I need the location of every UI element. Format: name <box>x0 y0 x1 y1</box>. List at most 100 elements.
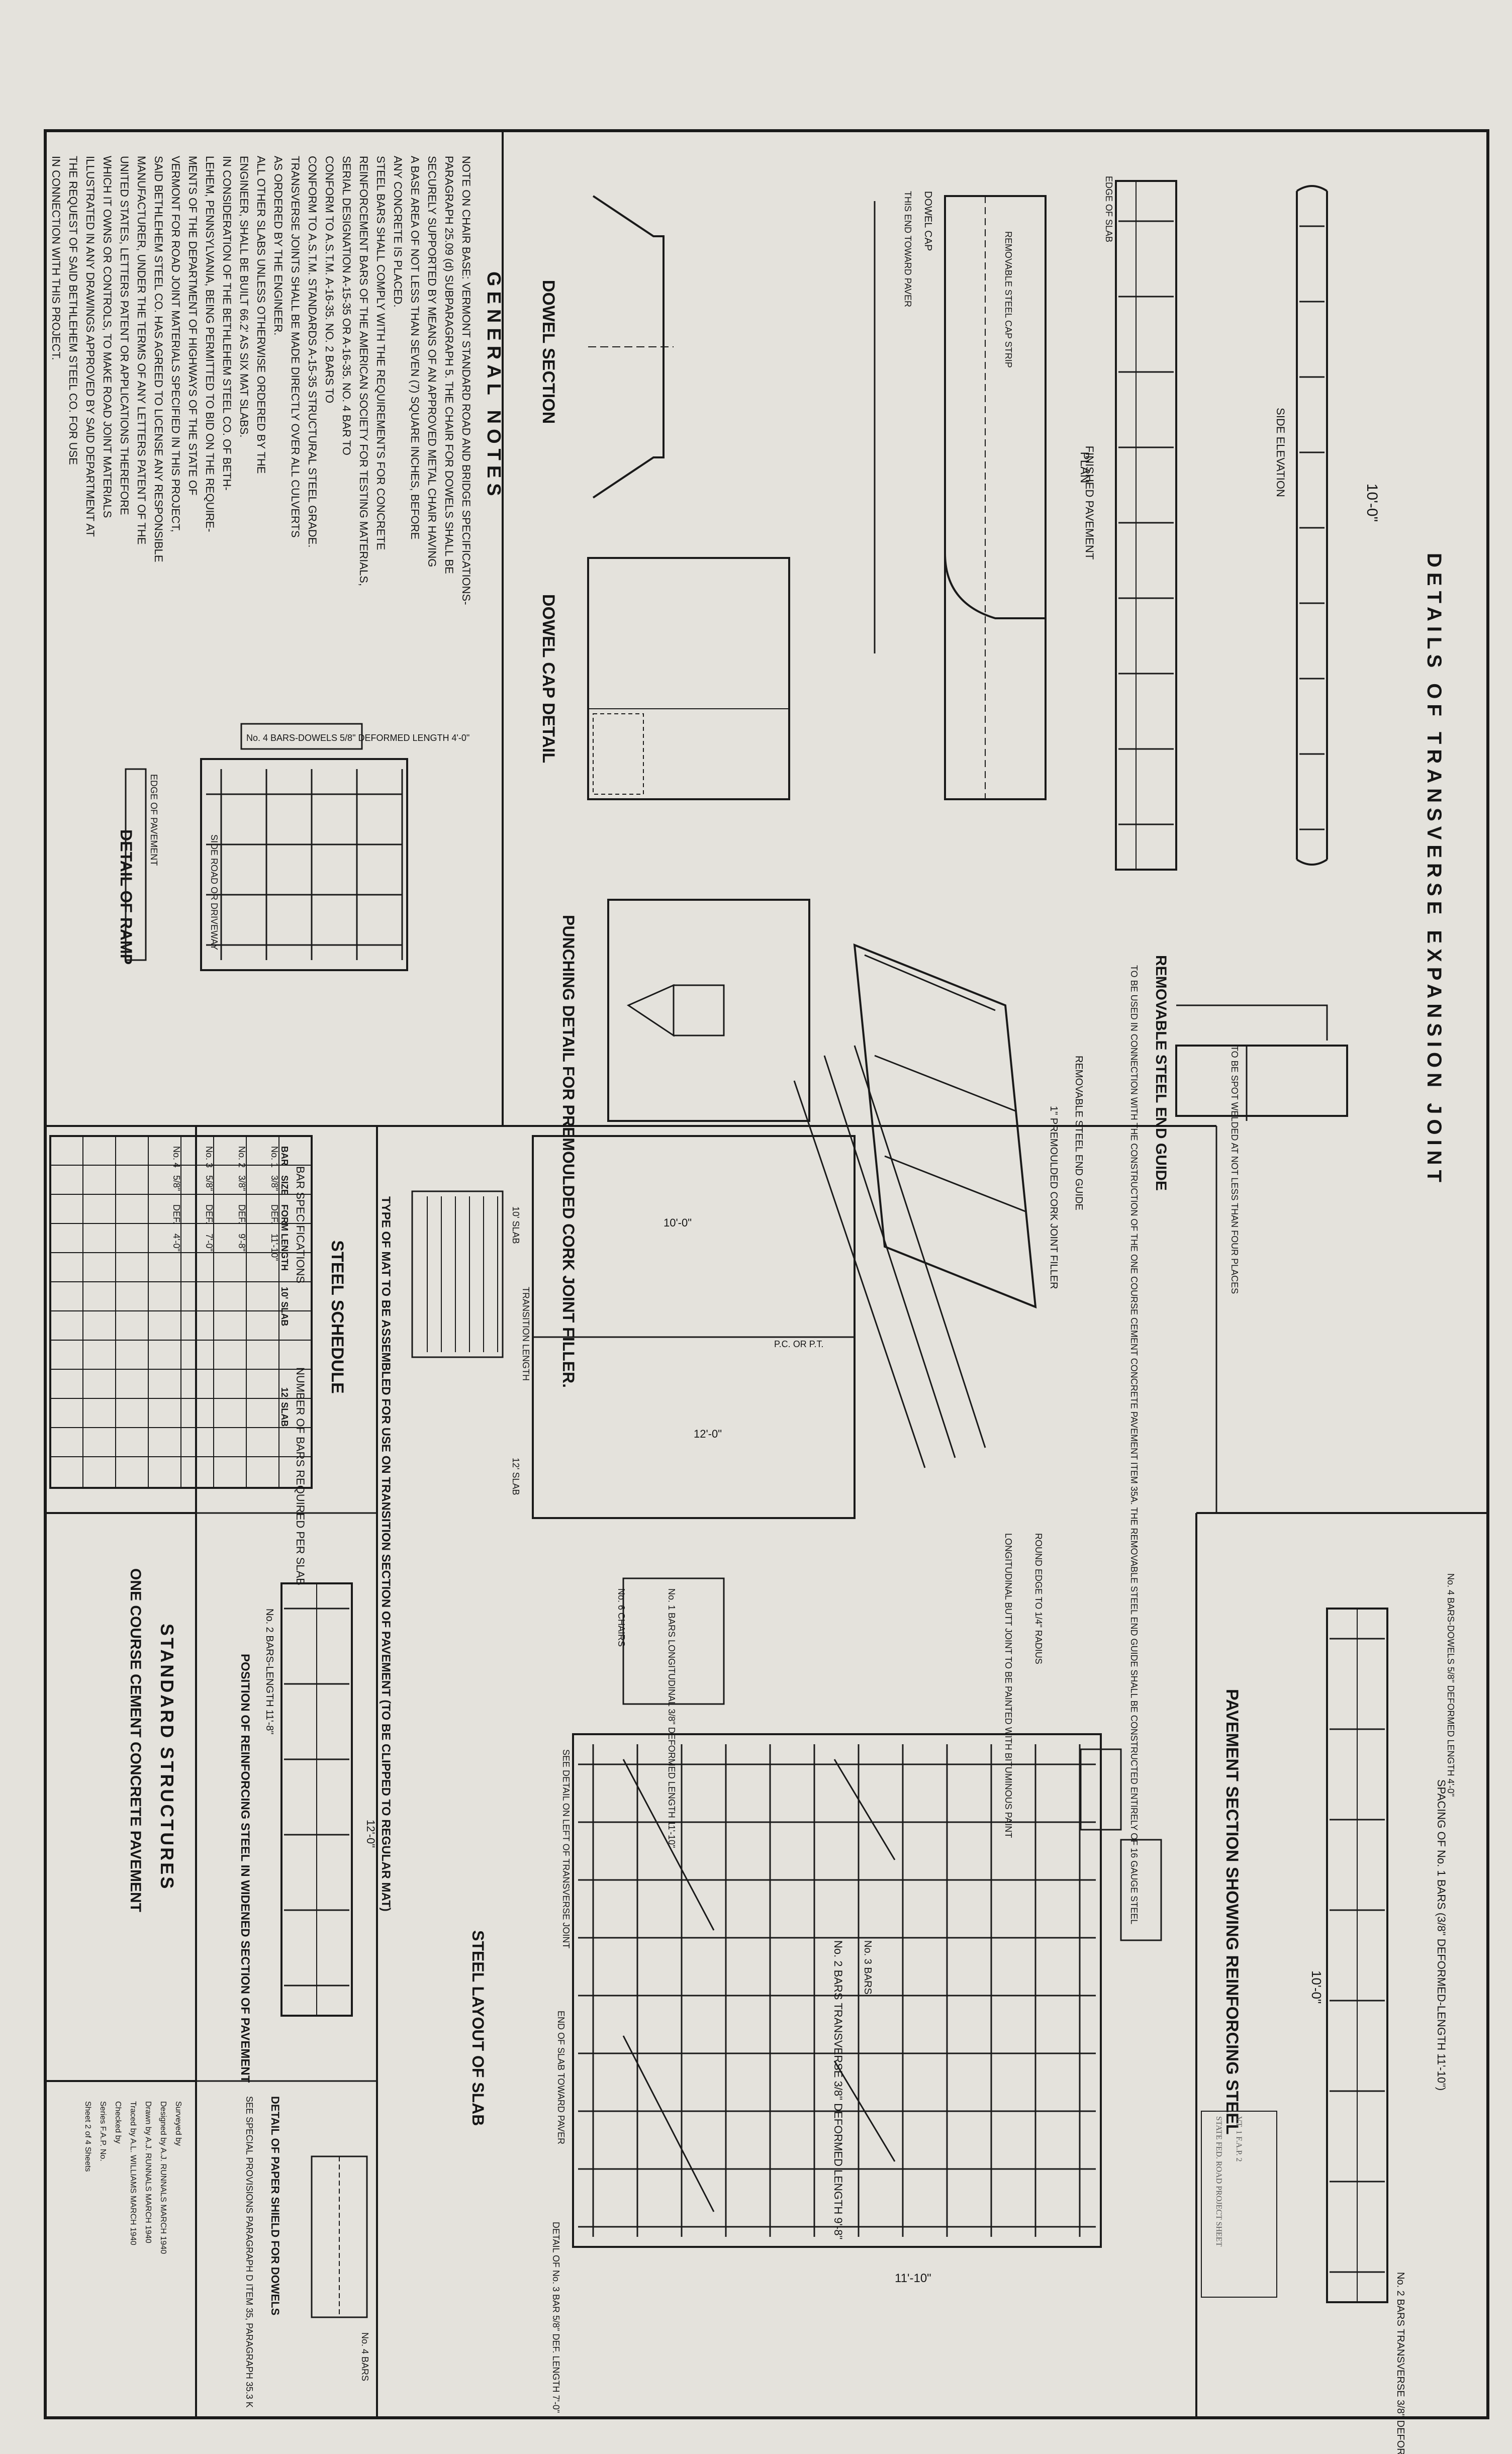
steel-layout-title: STEEL LAYOUT OF SLAB <box>469 1930 487 2126</box>
steel-schedule: STEEL SCHEDULE BAR SPECIFICATIONS NUMBER… <box>49 1135 347 1585</box>
schedule-cell: No. 1 <box>269 1146 279 1168</box>
side-road-label: SIDE ROAD OR DRIVEWAY <box>209 834 219 950</box>
project-stamp: STATE FED. ROAD PROJECT SHEET VT. 1 F.A.… <box>1201 2111 1277 2298</box>
schedule-cell: 5/8" <box>171 1175 181 1191</box>
schedule-cell: No. 4 <box>171 1146 181 1168</box>
removable-end-guide-view: REMOVABLE STEEL END GUIDE TO BE SPOT WEL… <box>1153 955 1348 1294</box>
schedule-cell: 9'-8" <box>237 1234 247 1252</box>
schedule-cell: 3/8" <box>237 1175 247 1191</box>
general-note-line: VERMONT FOR ROAD JOINT MATERIALS SPECIFI… <box>169 156 182 532</box>
steel-layout-view: STEEL LAYOUT OF SLAB SEE DETAIL ON LEFT … <box>469 1733 1102 2413</box>
schedule-cell: 7'-0" <box>204 1234 214 1252</box>
punching-detail-title: PUNCHING DETAIL FOR PREMOULDED CORK JOIN… <box>559 915 578 1388</box>
end-guide-label: REMOVABLE STEEL END GUIDE <box>1073 1056 1084 1210</box>
schedule-header: FORM <box>279 1204 290 1231</box>
general-note-line: STEEL BARS SHALL COMPLY WITH THE REQUIRE… <box>374 156 387 550</box>
general-note-line: CONFORM TO A.S.T.M. A-16-35. NO. 2 BARS … <box>323 156 336 403</box>
mat-12ft: 12'-0" <box>694 1428 722 1440</box>
layout-notes: ROUND EDGE TO 1/4" RADIUS LONGITUDINAL B… <box>616 1533 1162 1941</box>
dowel-cap-detail-view: DOWEL CAP DETAIL <box>539 557 790 800</box>
punching-detail-view: PUNCHING DETAIL FOR PREMOULDED CORK JOIN… <box>559 899 810 1388</box>
dowel-cap-title: DOWEL CAP DETAIL <box>539 594 558 763</box>
ten-slab-label: 10' SLAB <box>511 1206 521 1244</box>
traced-by: Traced by A.L. WILLIAMS MARCH 1940 <box>129 2101 137 2245</box>
general-note-line: SERIAL DESIGNATION A-15-35 OR A-16-35. N… <box>340 156 353 455</box>
paper-shield-view: DETAIL OF PAPER SHIELD FOR DOWELS SEE SP… <box>244 2096 370 2408</box>
see-detail-label: SEE DETAIL ON LEFT OF TRANSVERSE JOINT <box>561 1749 571 1948</box>
ramp-dowels-label: No. 4 BARS-DOWELS 5/8" DEFORMED LENGTH 4… <box>246 733 469 743</box>
dim-11-10-bottom: 11'-10" <box>895 2272 931 2285</box>
detail-no3: DETAIL OF No. 3 BAR 5/8" DEF. LENGTH 7'-… <box>551 2222 561 2413</box>
general-notes-lines: NOTE ON CHAIR BASE: VERMONT STANDARD ROA… <box>50 156 472 605</box>
widened-caption: POSITION OF REINFORCING STEEL IN WIDENED… <box>238 1654 252 2083</box>
general-note-line: NOTE ON CHAIR BASE: VERMONT STANDARD ROA… <box>460 156 472 605</box>
general-notes-block: GENERAL NOTES NOTE ON CHAIR BASE: VERMON… <box>50 156 504 605</box>
general-note-line: UNITED STATES, LETTERS PATENT OR APPLICA… <box>118 156 131 515</box>
schedule-cell: DEF. <box>237 1204 247 1224</box>
joint-plan-detail: PLAN REMOVABLE STEEL CAP STRIP DOWEL CAP… <box>874 191 1091 800</box>
dowel-section-title: DOWEL SECTION <box>539 280 558 424</box>
pave-10ft: 10'-0" <box>1309 1970 1324 2004</box>
stamp-line2: VT. 1 F.A.P. 2 <box>1235 2116 1243 2161</box>
schedule-cell: DEF. <box>171 1204 181 1224</box>
isometric-joint-assembly: 1" PREMOULDED CORK JOINT FILLER REMOVABL… <box>793 943 1084 1468</box>
sheet-border <box>44 129 1489 2419</box>
general-note-line: SAID BETHLEHEM STEEL CO. HAS AGREED TO L… <box>152 156 165 562</box>
schedule-cell: No. 3 <box>204 1146 214 1168</box>
schedule-header: LENGTH <box>279 1234 290 1271</box>
finished-pavement-label: FINISHED PAVEMENT <box>1083 446 1096 560</box>
schedule-slab-header: 12' SLAB <box>279 1387 290 1427</box>
general-note-line: LEHEM, PENNSYLVANIA, BEING PERMITTED TO … <box>204 156 216 532</box>
pavement-section-view: PAVEMENT SECTION SHOWING REINFORCING STE… <box>1222 1573 1456 2454</box>
toward-paver-label: THIS END TOWARD PAVER <box>903 191 913 307</box>
schedule-slab-header: 10' SLAB <box>279 1287 290 1326</box>
pavement-section-title: PAVEMENT SECTION SHOWING REINFORCING STE… <box>1222 1689 1242 2135</box>
end-guide-note: TO BE USED IN CONNECTION WITH THE CONSTR… <box>1129 965 1139 1924</box>
transition-mat-caption: TYPE OF MAT TO BE ASSEMBLED FOR USE ON T… <box>379 1196 393 1912</box>
no6-chairs-label: No. 6 CHAIRS <box>616 1588 626 1647</box>
paper-shield-no4: No. 4 BARS <box>360 2332 370 2381</box>
plan-label: PLAN <box>1078 452 1091 484</box>
dowel-section-view: DOWEL SECTION <box>539 195 674 499</box>
general-note-line: THE REQUEST OF SAID BETHLEHEM STEEL CO. … <box>67 156 79 465</box>
round-edge-label: ROUND EDGE TO 1/4" RADIUS <box>1033 1533 1044 1664</box>
edge-of-pavement-label: EDGE OF PAVEMENT <box>149 774 159 866</box>
schedule-cell: DEF. <box>204 1204 214 1224</box>
general-note-line: CONFORM TO A.S.T.M. STANDARDS A-15-35 ST… <box>306 156 319 548</box>
pc-pt-label: P.C. OR P.T. <box>774 1339 823 1349</box>
end-guide-title: REMOVABLE STEEL END GUIDE <box>1153 955 1169 1191</box>
plan-view: FINISHED PAVEMENT EDGE OF SLAB <box>1083 176 1177 871</box>
general-note-line: MENTS OF THE DEPARTMENT OF HIGHWAYS OF T… <box>186 156 199 496</box>
side-elevation-view: SIDE ELEVATION 10'-0" <box>1274 185 1380 866</box>
spacing-note: SPACING OF No. 1 BARS (3/8" DEFORMED-LEN… <box>1435 1779 1448 2091</box>
no1-bars-label: No. 1 BARS LONGITUDINAL 3/8" DEFORMED LE… <box>667 1588 677 1848</box>
dowel-cap-label: DOWEL CAP <box>922 191 933 251</box>
paper-shield-title: DETAIL OF PAPER SHIELD FOR DOWELS <box>269 2096 281 2315</box>
ramp-detail-view: No. 4 BARS-DOWELS 5/8" DEFORMED LENGTH 4… <box>117 723 469 971</box>
general-note-line: WHICH IT OWNS OR CONTROLS, TO MAKE ROAD … <box>101 156 114 518</box>
spot-weld-note: TO BE SPOT WELDED AT NOT LESS THAN FOUR … <box>1230 1046 1240 1294</box>
general-note-line: IN CONNECTION WITH THIS PROJECT. <box>50 156 62 360</box>
general-note-line: SECURELY SUPPORTED BY MEANS OF AN APPROV… <box>426 156 438 567</box>
no3-bars-label: No. 3 BARS <box>862 1940 873 1995</box>
title-block: STANDARD STRUCTURES ONE COURSE CEMENT CO… <box>83 1568 182 2254</box>
schedule-header: BAR <box>279 1146 290 1166</box>
transition-mat-view: 10' SLAB 12' SLAB TRANSITION LENGTH 10'-… <box>379 1135 856 1912</box>
widened-12ft: 12'-0" <box>364 1820 377 1848</box>
butt-joint-label: LONGITUDINAL BUTT JOINT TO BE PAINTED WI… <box>1003 1533 1013 1838</box>
twelve-slab-label: 12' SLAB <box>511 1458 521 1495</box>
surveyed-by: Surveyed by <box>174 2101 182 2146</box>
general-note-line: REINFORCEMENT BARS OF THE AMERICAN SOCIE… <box>357 156 370 586</box>
schedule-rows: No. 13/8"DEF.11'-10"No. 23/8"DEF.9'-8"No… <box>171 1146 290 1427</box>
pave-trans-label: No. 2 BARS TRANSVERSE 3/8" DEFORMED LENG… <box>1395 2272 1406 2454</box>
widened-section-view: POSITION OF REINFORCING STEEL IN WIDENED… <box>238 1582 377 2083</box>
series: Series F.A.P. No. <box>99 2101 107 2161</box>
designed-by: Designed by A.J. RUNNALS MARCH 1940 <box>159 2101 167 2254</box>
sheet-number: Sheet 2 of 4 Sheets <box>83 2101 92 2172</box>
sheet-title: DETAILS OF TRANSVERSE EXPANSION JOINT <box>1423 553 1445 1187</box>
general-notes-heading: GENERAL NOTES <box>483 271 504 501</box>
cork-filler-label: 1" PREMOULDED CORK JOINT FILLER <box>1048 1106 1059 1289</box>
general-note-line: ILLUSTRATED IN ANY DRAWINGS APPROVED BY … <box>84 156 97 537</box>
drawn-by: Drawn by A.J. RUNNALS MARCH 1940 <box>144 2101 152 2243</box>
